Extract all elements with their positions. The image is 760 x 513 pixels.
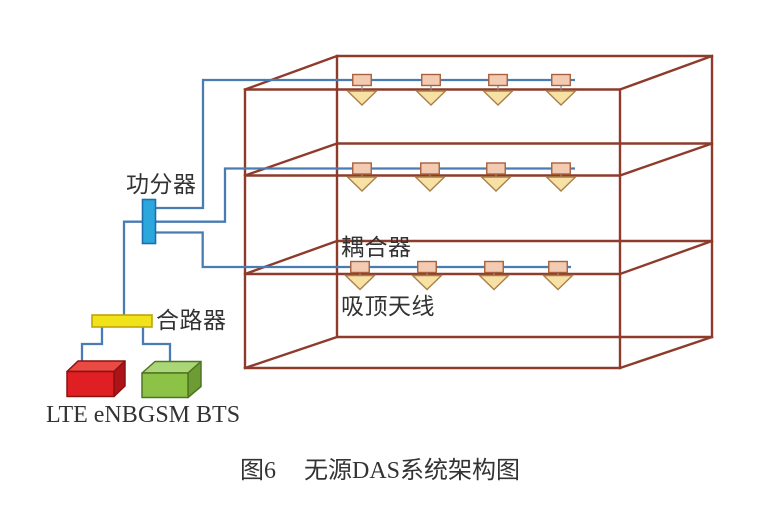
feeder-cables xyxy=(80,78,575,365)
coupler-label: 耦合器 xyxy=(341,235,412,260)
floor-row-3 xyxy=(343,260,575,291)
ceiling-antenna-icon xyxy=(477,274,511,291)
coupler-icon xyxy=(350,260,370,274)
coupler-icon xyxy=(352,73,372,87)
building-outline xyxy=(243,54,714,370)
gsm-bts-box xyxy=(141,360,202,399)
lte-enb-box-front xyxy=(66,370,115,398)
feeder-cable-floor-2 xyxy=(155,167,575,223)
gsm-bts-box-front xyxy=(141,372,189,399)
coupler-icon xyxy=(484,260,504,274)
power-splitter xyxy=(141,198,157,245)
floor-row-1 xyxy=(345,73,578,106)
coupler-icon xyxy=(486,162,506,175)
devices xyxy=(66,198,202,399)
antenna-floors xyxy=(343,73,578,291)
ceiling-antenna-icon xyxy=(544,176,578,192)
coupler-icon xyxy=(548,260,568,274)
figure-number: 图6 xyxy=(239,458,276,484)
combiner-to-splitter-cable xyxy=(122,220,143,315)
ceiling-antenna-icon xyxy=(481,90,515,106)
lte-to-combiner-cable xyxy=(80,326,104,364)
coupler-icon xyxy=(420,162,440,175)
gsm-bts-label: GSM BTS xyxy=(138,402,241,428)
building-depth-edges xyxy=(243,54,714,370)
ceiling-antenna-icon xyxy=(414,90,448,106)
figure-title: 无源DAS系统架构图 xyxy=(303,458,520,484)
coupler-icon xyxy=(421,73,441,87)
floor-row-2 xyxy=(345,162,578,192)
ceiling-antenna-icon xyxy=(541,274,575,291)
ceiling-antenna-icon xyxy=(345,90,379,106)
figure-caption: 图6 无源DAS系统架构图 xyxy=(0,458,760,484)
combiner xyxy=(91,314,153,328)
coupler-icon xyxy=(551,162,571,175)
coupler-icon xyxy=(417,260,437,274)
ceiling-antenna-icon xyxy=(410,274,444,291)
ceiling-antenna-icon xyxy=(544,90,578,106)
splitter-label: 功分器 xyxy=(126,172,197,197)
building-front-face xyxy=(243,88,622,370)
feeder-cable-floor-3 xyxy=(155,78,575,210)
feeder-cable-floor-1 xyxy=(155,231,571,269)
coupler-icon xyxy=(551,73,571,87)
ceiling-antenna-icon xyxy=(345,176,379,192)
combiner-label: 合路器 xyxy=(156,308,227,333)
lte-enb-label: LTE eNB xyxy=(46,402,138,428)
ceiling-antenna-icon xyxy=(343,274,377,291)
coupler-icon xyxy=(488,73,508,87)
gsm-to-combiner-cable xyxy=(141,326,172,365)
building-back-face xyxy=(335,54,714,339)
coupler-icon xyxy=(352,162,372,175)
lte-enb-box xyxy=(66,360,126,398)
ceiling-antenna-icon xyxy=(479,176,513,192)
ceiling-antenna-label: 吸顶天线 xyxy=(341,294,435,319)
ceiling-antenna-icon xyxy=(413,176,447,192)
